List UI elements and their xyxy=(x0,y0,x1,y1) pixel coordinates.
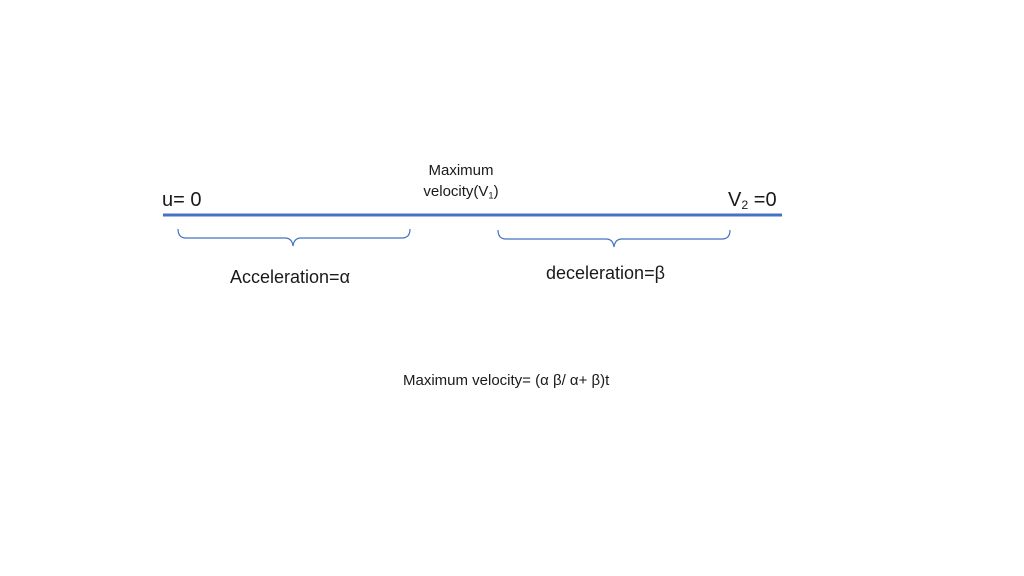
acceleration-label: Acceleration=α xyxy=(230,267,350,287)
deceleration-brace xyxy=(497,229,731,248)
final-velocity-label: V2 =0 xyxy=(728,189,777,213)
final-velocity-prefix: V xyxy=(728,189,742,211)
maximum-velocity-line2: velocity(V1) xyxy=(411,181,511,202)
maximum-velocity-subscript: 1 xyxy=(488,190,494,201)
final-velocity-suffix: =0 xyxy=(748,189,777,211)
deceleration-label: deceleration=β xyxy=(546,263,665,283)
maximum-velocity-line1: Maximum xyxy=(428,162,494,179)
maximum-velocity-prefix: velocity(V xyxy=(423,183,489,200)
maximum-velocity-suffix: ) xyxy=(493,183,499,200)
initial-velocity-label: u= 0 xyxy=(162,189,202,211)
acceleration-brace xyxy=(177,228,411,247)
maximum-velocity-label: Maximum velocity(V1) xyxy=(411,160,511,202)
final-velocity-subscript: 2 xyxy=(741,198,749,213)
maximum-velocity-formula: Maximum velocity= (α β/ α+ β)t xyxy=(403,372,610,389)
